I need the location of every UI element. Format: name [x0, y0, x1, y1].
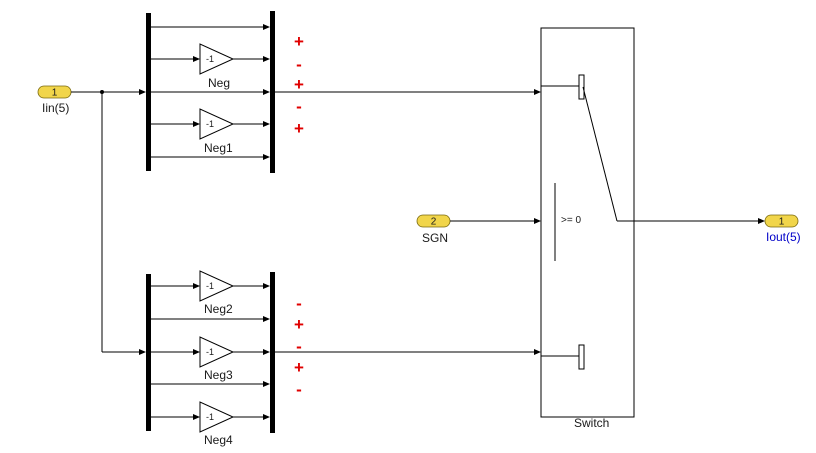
outport-1[interactable]: 1	[764, 214, 799, 228]
gain-neg-name: Neg	[208, 76, 230, 90]
sgn-wire	[450, 218, 541, 224]
bottom-sign-column: - + - + -	[294, 294, 304, 399]
top-demux[interactable]	[146, 13, 151, 171]
outport-1-label: Iout(5)	[766, 230, 801, 244]
switch-threshold: >= 0	[561, 215, 581, 226]
bottom-sign-2: +	[294, 315, 304, 334]
top-mux[interactable]	[270, 11, 275, 173]
top-sign-5: +	[294, 119, 304, 138]
top-sign-3: +	[294, 75, 304, 94]
gain-neg1-name: Neg1	[204, 141, 233, 155]
gain-neg-value: -1	[206, 54, 214, 64]
gain-block-neg[interactable]: -1	[199, 43, 235, 75]
inport-2[interactable]: 2	[416, 214, 451, 228]
switch-block[interactable]: >= 0	[540, 27, 635, 418]
top-output-wire	[275, 89, 541, 95]
top-sign-2: -	[296, 55, 302, 74]
gain-neg2-value: -1	[206, 281, 214, 291]
gain-neg3-value: -1	[206, 347, 214, 357]
input-wiring	[71, 89, 146, 355]
inport-2-label: SGN	[422, 231, 448, 245]
gain-block-neg2[interactable]: -1	[199, 270, 235, 302]
inport-2-number: 2	[431, 217, 437, 228]
top-sign-column: + - + - +	[294, 32, 304, 138]
bottom-output-wire	[275, 349, 541, 355]
gain-neg4-value: -1	[206, 412, 214, 422]
gain-block-neg1[interactable]: -1	[199, 108, 235, 140]
gain-neg3-name: Neg3	[204, 368, 233, 382]
outport-1-number: 1	[779, 217, 785, 228]
inport-1-label: Iin(5)	[42, 101, 69, 115]
gain-block-neg4[interactable]: -1	[199, 401, 235, 433]
gain-neg2-name: Neg2	[204, 302, 233, 316]
bottom-sign-3: -	[296, 337, 302, 356]
gain-block-neg3[interactable]: -1	[199, 336, 235, 368]
top-sign-4: -	[296, 97, 302, 116]
bottom-sign-5: -	[296, 380, 302, 399]
bottom-sign-1: -	[296, 294, 302, 313]
bottom-demux[interactable]	[146, 274, 151, 431]
bottom-mux[interactable]	[270, 272, 275, 433]
gain-neg4-name: Neg4	[204, 433, 233, 447]
gain-neg1-value: -1	[206, 119, 214, 129]
top-group-wiring	[151, 24, 270, 160]
inport-1[interactable]: 1	[37, 85, 72, 99]
bottom-sign-4: +	[294, 358, 304, 377]
bottom-group-wiring	[151, 283, 270, 420]
switch-output-wire	[634, 218, 765, 224]
switch-name: Switch	[574, 416, 609, 430]
inport-1-number: 1	[52, 88, 58, 99]
top-sign-1: +	[294, 32, 304, 51]
